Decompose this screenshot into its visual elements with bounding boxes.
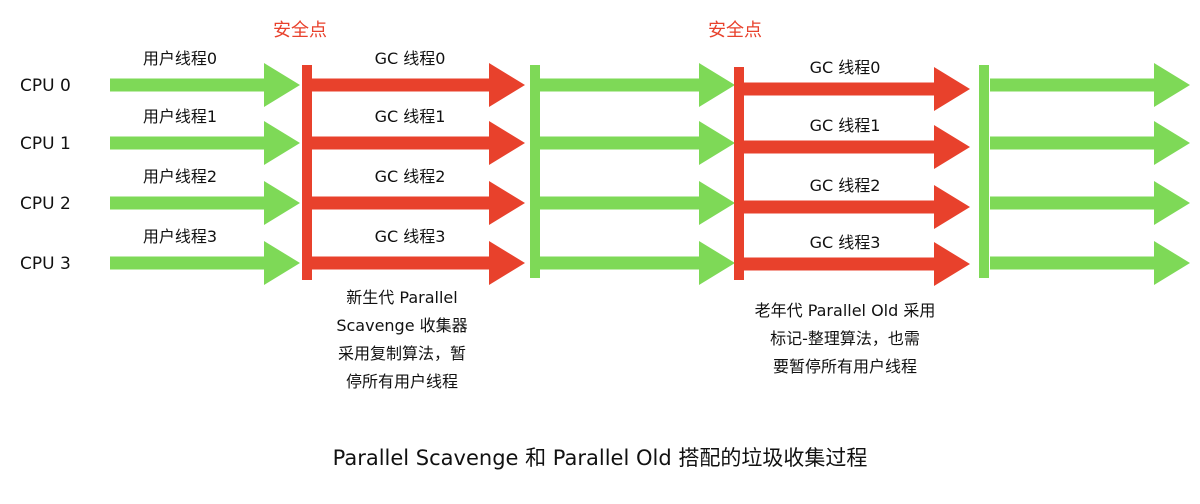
user-thread-arrow xyxy=(990,121,1190,165)
user-thread-label: 用户线程1 xyxy=(143,107,217,126)
diagram-caption: Parallel Scavenge 和 Parallel Old 搭配的垃圾收集… xyxy=(333,446,868,470)
arrow-layer xyxy=(110,63,1190,286)
cpu-label: CPU 1 xyxy=(20,134,71,154)
gc-thread-arrow xyxy=(312,121,525,165)
resume-bar xyxy=(979,65,989,278)
gc-thread-label: GC 线程1 xyxy=(810,116,881,135)
gc-thread-label: GC 线程2 xyxy=(375,167,446,186)
user-thread-arrow xyxy=(990,241,1190,285)
gc-thread-label: GC 线程2 xyxy=(810,176,881,195)
old-gen-note: 老年代 Parallel Old 采用 xyxy=(755,301,936,320)
resume-bar xyxy=(530,65,540,278)
user-thread-arrow xyxy=(540,63,735,107)
user-thread-label: 用户线程2 xyxy=(143,167,217,186)
user-thread-arrow xyxy=(110,63,300,107)
gc-thread-arrow xyxy=(312,181,525,225)
user-thread-arrow xyxy=(110,241,300,285)
gc-thread-arrow xyxy=(312,63,525,107)
gc-thread-label: GC 线程0 xyxy=(810,58,881,77)
user-thread-arrow xyxy=(540,121,735,165)
old-gen-note: 标记-整理算法，也需 xyxy=(770,329,920,348)
gc-thread-arrow xyxy=(744,67,970,111)
gc-thread-arrow xyxy=(744,125,970,169)
young-gen-note: 停所有用户线程 xyxy=(346,372,458,391)
young-gen-note: Scavenge 收集器 xyxy=(336,316,467,335)
user-thread-arrow xyxy=(110,121,300,165)
gc-thread-arrow xyxy=(312,241,525,285)
gc-thread-label: GC 线程0 xyxy=(375,49,446,68)
gc-thread-arrow xyxy=(744,242,970,286)
user-thread-arrow xyxy=(990,181,1190,225)
safepoint-bar xyxy=(302,65,312,280)
safepoint-bar xyxy=(734,67,744,280)
label-layer: CPU 0 CPU 1 CPU 2 CPU 3 用户线程0 用户线程1 用户线程2 用户线程3… xyxy=(20,20,935,470)
gc-thread-label: GC 线程3 xyxy=(375,227,446,246)
safepoint-label: 安全点 xyxy=(708,20,762,41)
young-gen-note: 新生代 Parallel xyxy=(346,288,457,307)
cpu-label: CPU 0 xyxy=(20,76,71,96)
old-gen-note: 要暂停所有用户线程 xyxy=(773,357,917,376)
gc-thread-arrow xyxy=(744,185,970,229)
user-thread-arrow xyxy=(540,241,735,285)
user-thread-arrow xyxy=(540,181,735,225)
cpu-label: CPU 2 xyxy=(20,194,71,214)
user-thread-arrow xyxy=(990,63,1190,107)
young-gen-note: 采用复制算法，暂 xyxy=(338,344,466,363)
gc-thread-label: GC 线程1 xyxy=(375,107,446,126)
user-thread-label: 用户线程0 xyxy=(143,49,217,68)
gc-thread-label: GC 线程3 xyxy=(810,233,881,252)
user-thread-arrow xyxy=(110,181,300,225)
cpu-label: CPU 3 xyxy=(20,254,71,274)
user-thread-label: 用户线程3 xyxy=(143,227,217,246)
safepoint-bar-layer xyxy=(302,65,989,280)
safepoint-label: 安全点 xyxy=(273,20,327,41)
